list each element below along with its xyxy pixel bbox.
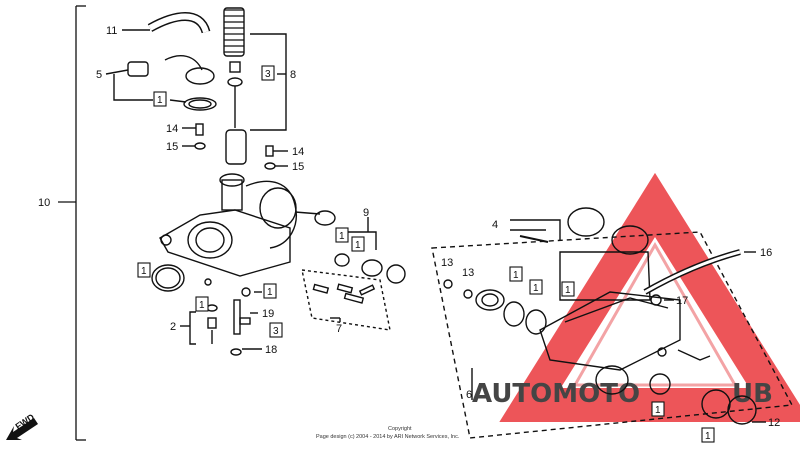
boxed-label-text-1: 1 <box>355 240 361 251</box>
boxed-label-1 <box>195 296 209 312</box>
boxed-label-text-1: 1 <box>157 95 163 106</box>
callout-13-b: 13 <box>462 267 474 279</box>
boxed-label-1 <box>263 283 277 299</box>
callout-17: 17 <box>676 295 688 307</box>
boxed-label-text-3: 3 <box>273 326 279 337</box>
boxed-label-3 <box>269 322 283 338</box>
boxed-label-text-1: 1 <box>533 283 539 294</box>
boxed-label-text-1: 1 <box>565 285 571 296</box>
callout-10: 10 <box>38 197 50 209</box>
left-assembly-bracket <box>58 5 86 441</box>
boxed-label-1 <box>701 427 715 443</box>
callout-6: 6 <box>466 389 472 401</box>
callout-7: 7 <box>336 323 342 335</box>
callout-8: 8 <box>290 69 296 81</box>
boxed-label-1 <box>509 266 523 282</box>
boxed-label-1 <box>529 279 543 295</box>
right-assembly-drawing <box>431 207 794 439</box>
callout-9: 9 <box>363 207 369 219</box>
boxed-label-text-1: 1 <box>199 300 205 311</box>
boxed-label-1 <box>561 281 575 297</box>
carburetor-drawing <box>105 7 406 356</box>
callout-13-a: 13 <box>441 257 453 269</box>
callout-2: 2 <box>170 321 176 333</box>
boxed-label-text-1: 1 <box>655 405 661 416</box>
callout-15-left: 15 <box>166 141 178 153</box>
boxed-label-1 <box>651 401 665 417</box>
callout-14-left: 14 <box>166 123 178 135</box>
callout-numbers: 11 5 8 14 15 14 15 10 9 7 2 19 18 4 16 1… <box>38 25 780 429</box>
fwd-arrow-icon <box>6 418 38 440</box>
boxed-label-text-1: 1 <box>705 431 711 442</box>
callout-5: 5 <box>96 69 102 81</box>
boxed-label-text-3: 3 <box>265 69 271 80</box>
boxed-label-text-1: 1 <box>339 231 345 242</box>
callout-18: 18 <box>265 344 277 356</box>
boxed-label-1 <box>137 262 151 278</box>
callout-19: 19 <box>262 308 274 320</box>
callout-15-right: 15 <box>292 161 304 173</box>
callout-14-right: 14 <box>292 146 304 158</box>
callout-4: 4 <box>492 219 498 231</box>
boxed-label-text-1: 1 <box>513 270 519 281</box>
boxed-label-1 <box>351 236 365 252</box>
boxed-label-3 <box>261 65 275 81</box>
callout-16: 16 <box>760 247 772 259</box>
boxed-label-1 <box>335 227 349 243</box>
callout-11: 11 <box>106 25 117 37</box>
callout-12: 12 <box>768 417 780 429</box>
boxed-label-text: 1 1 1 1 1 1 1 1 1 1 1 3 3 <box>141 69 711 442</box>
copyright-line-2: Page design (c) 2004 - 2014 by ARI Netwo… <box>316 434 460 440</box>
watermark-logo: AUTOMOTO UB <box>472 172 800 422</box>
boxed-labels <box>137 65 715 443</box>
fwd-indicator: FWD <box>6 412 38 440</box>
copyright: Copyright Page design (c) 2004 - 2014 by… <box>316 426 460 440</box>
boxed-label-text-1: 1 <box>141 266 147 277</box>
boxed-label-1 <box>153 91 167 107</box>
boxed-label-text-1: 1 <box>267 287 273 298</box>
watermark-text-2: UB <box>732 379 773 409</box>
copyright-line-1: Copyright <box>388 426 412 432</box>
